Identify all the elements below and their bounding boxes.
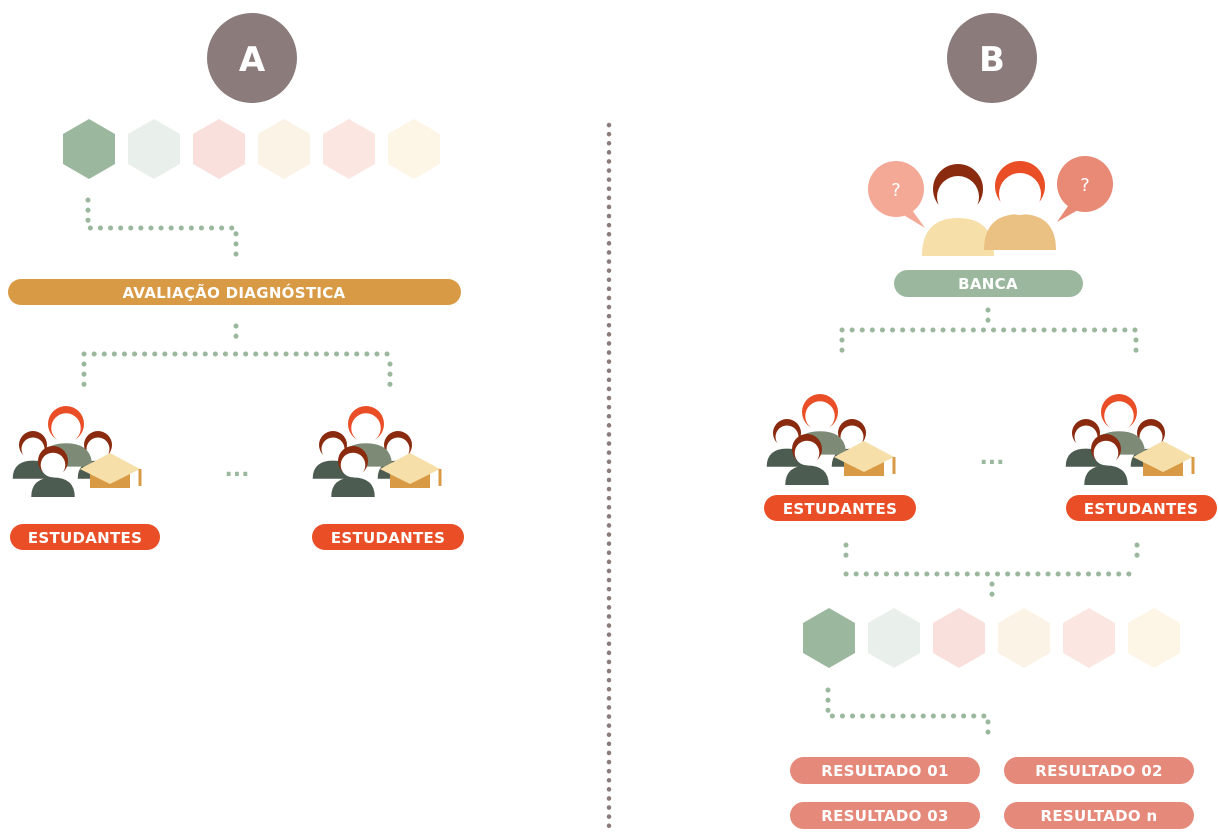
result-label: RESULTADO 03 — [821, 807, 948, 825]
hexagon-icon — [1128, 608, 1180, 668]
ellipsis: ... — [979, 445, 1004, 470]
connector — [843, 542, 1140, 568]
students-pill — [764, 495, 916, 521]
students-label: ESTUDANTES — [28, 529, 142, 547]
connector — [825, 687, 991, 745]
diagnostic-bar — [8, 279, 461, 305]
result-pill — [1004, 757, 1194, 784]
hexagon-icon — [388, 119, 440, 179]
student-group-icon — [12, 406, 142, 497]
result-pill — [1004, 802, 1194, 829]
question-mark: ? — [1080, 175, 1090, 196]
hexagon-icon — [1063, 608, 1115, 668]
board-pill — [894, 270, 1083, 297]
panel-a: A AVALIAÇÃO DIAGNÓSTICA ... ESTUDANTES E… — [8, 13, 464, 550]
result-label: RESULTADO 01 — [821, 762, 948, 780]
connector — [839, 337, 1139, 363]
students-pill — [1066, 495, 1217, 521]
hexagon-icon — [258, 119, 310, 179]
students-label: ESTUDANTES — [1084, 500, 1198, 518]
question-mark: ? — [891, 180, 901, 201]
panel-a-label: A — [239, 40, 266, 80]
connector — [85, 197, 239, 259]
board-label: BANCA — [958, 275, 1018, 293]
hexagon-icon — [933, 608, 985, 668]
panel-a-badge — [207, 13, 297, 103]
panel-b: B ? ? BANCA ... ESTUDA — [764, 13, 1217, 829]
hexagon-icon — [803, 608, 855, 668]
panel-b-hexagon-row — [803, 608, 1180, 668]
board-icon: ? ? — [868, 156, 1113, 256]
panel-a-hexagon-row — [63, 119, 440, 179]
result-pill — [790, 802, 980, 829]
connector — [81, 361, 393, 389]
result-pill — [790, 757, 980, 784]
ellipsis: ... — [224, 457, 249, 482]
hexagon-icon — [998, 608, 1050, 668]
panel-b-badge — [947, 13, 1037, 103]
student-group-icon — [312, 406, 442, 497]
students-label: ESTUDANTES — [783, 500, 897, 518]
students-label: ESTUDANTES — [331, 529, 445, 547]
result-label: RESULTADO 02 — [1035, 762, 1162, 780]
diagnostic-label: AVALIAÇÃO DIAGNÓSTICA — [123, 283, 346, 302]
hexagon-icon — [323, 119, 375, 179]
hexagon-icon — [193, 119, 245, 179]
hexagon-icon — [868, 608, 920, 668]
student-group-icon — [1065, 394, 1195, 485]
result-label: RESULTADO n — [1041, 807, 1158, 825]
students-pill — [10, 524, 160, 550]
hexagon-icon — [128, 119, 180, 179]
panel-b-label: B — [979, 40, 1005, 80]
students-pill — [312, 524, 464, 550]
student-group-icon — [766, 394, 896, 485]
hexagon-icon — [63, 119, 115, 179]
